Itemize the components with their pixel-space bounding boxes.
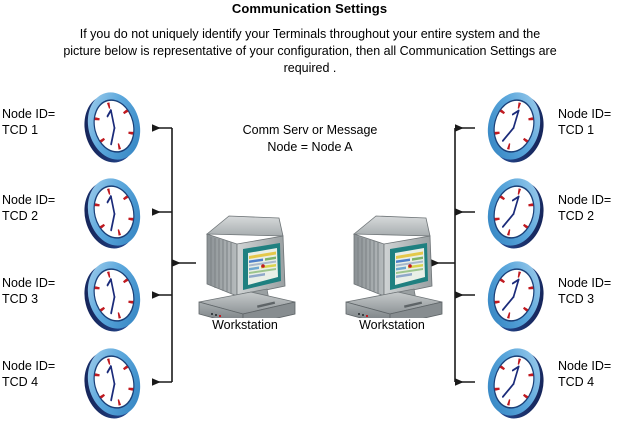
node-label-left-1-line2: TCD 1 [2, 123, 39, 137]
node-label-left-3: Node ID= TCD 3 [2, 275, 55, 307]
clock-icon-left-4 [78, 345, 150, 424]
node-label-right-2: Node ID= TCD 2 [558, 192, 611, 224]
node-label-left-2: Node ID= TCD 2 [2, 192, 55, 224]
node-label-right-1: Node ID= TCD 1 [558, 106, 611, 138]
node-label-right-2-line2: TCD 2 [558, 209, 595, 223]
page-title: Communication Settings [231, 1, 388, 16]
node-label-right-3-line1: Node ID= [558, 276, 612, 290]
comm-server-caption: Comm Serv or Message Node = Node A [210, 122, 410, 156]
node-label-left-1-line1: Node ID= [2, 107, 56, 121]
clock-icon-left-1 [78, 89, 150, 168]
node-label-left-3-line2: TCD 3 [2, 292, 39, 306]
comm-server-caption-line2: Node = Node A [267, 140, 353, 154]
node-label-left-2-line1: Node ID= [2, 193, 56, 207]
intro-paragraph: If you do not uniquely identify your Ter… [63, 27, 557, 75]
clock-icon-right-4 [478, 345, 550, 424]
node-label-right-3-line2: TCD 3 [558, 292, 595, 306]
clock-icon-right-3 [478, 258, 550, 337]
node-label-right-4: Node ID= TCD 4 [558, 358, 611, 390]
workstation-caption-right: Workstation [359, 318, 425, 332]
workstation-icon-right [340, 206, 445, 327]
clock-icon-left-2 [78, 175, 150, 254]
workstation-icon-left [193, 206, 298, 327]
node-label-right-1-line1: Node ID= [558, 107, 612, 121]
workstation-caption-left: Workstation [212, 318, 278, 332]
node-label-left-3-line1: Node ID= [2, 276, 56, 290]
node-label-left-4-line1: Node ID= [2, 359, 56, 373]
node-label-left-1: Node ID= TCD 1 [2, 106, 55, 138]
node-label-right-4-line1: Node ID= [558, 359, 612, 373]
node-label-right-2-line1: Node ID= [558, 193, 612, 207]
node-label-right-3: Node ID= TCD 3 [558, 275, 611, 307]
clock-icon-right-1 [478, 89, 550, 168]
comm-server-caption-line1: Comm Serv or Message [242, 123, 378, 137]
node-label-right-4-line2: TCD 4 [558, 375, 595, 389]
node-label-left-2-line2: TCD 2 [2, 209, 39, 223]
node-label-left-4-line2: TCD 4 [2, 375, 39, 389]
clock-icon-left-3 [78, 258, 150, 337]
node-label-left-4: Node ID= TCD 4 [2, 358, 55, 390]
node-label-right-1-line2: TCD 1 [558, 123, 595, 137]
clock-icon-right-2 [478, 175, 550, 254]
